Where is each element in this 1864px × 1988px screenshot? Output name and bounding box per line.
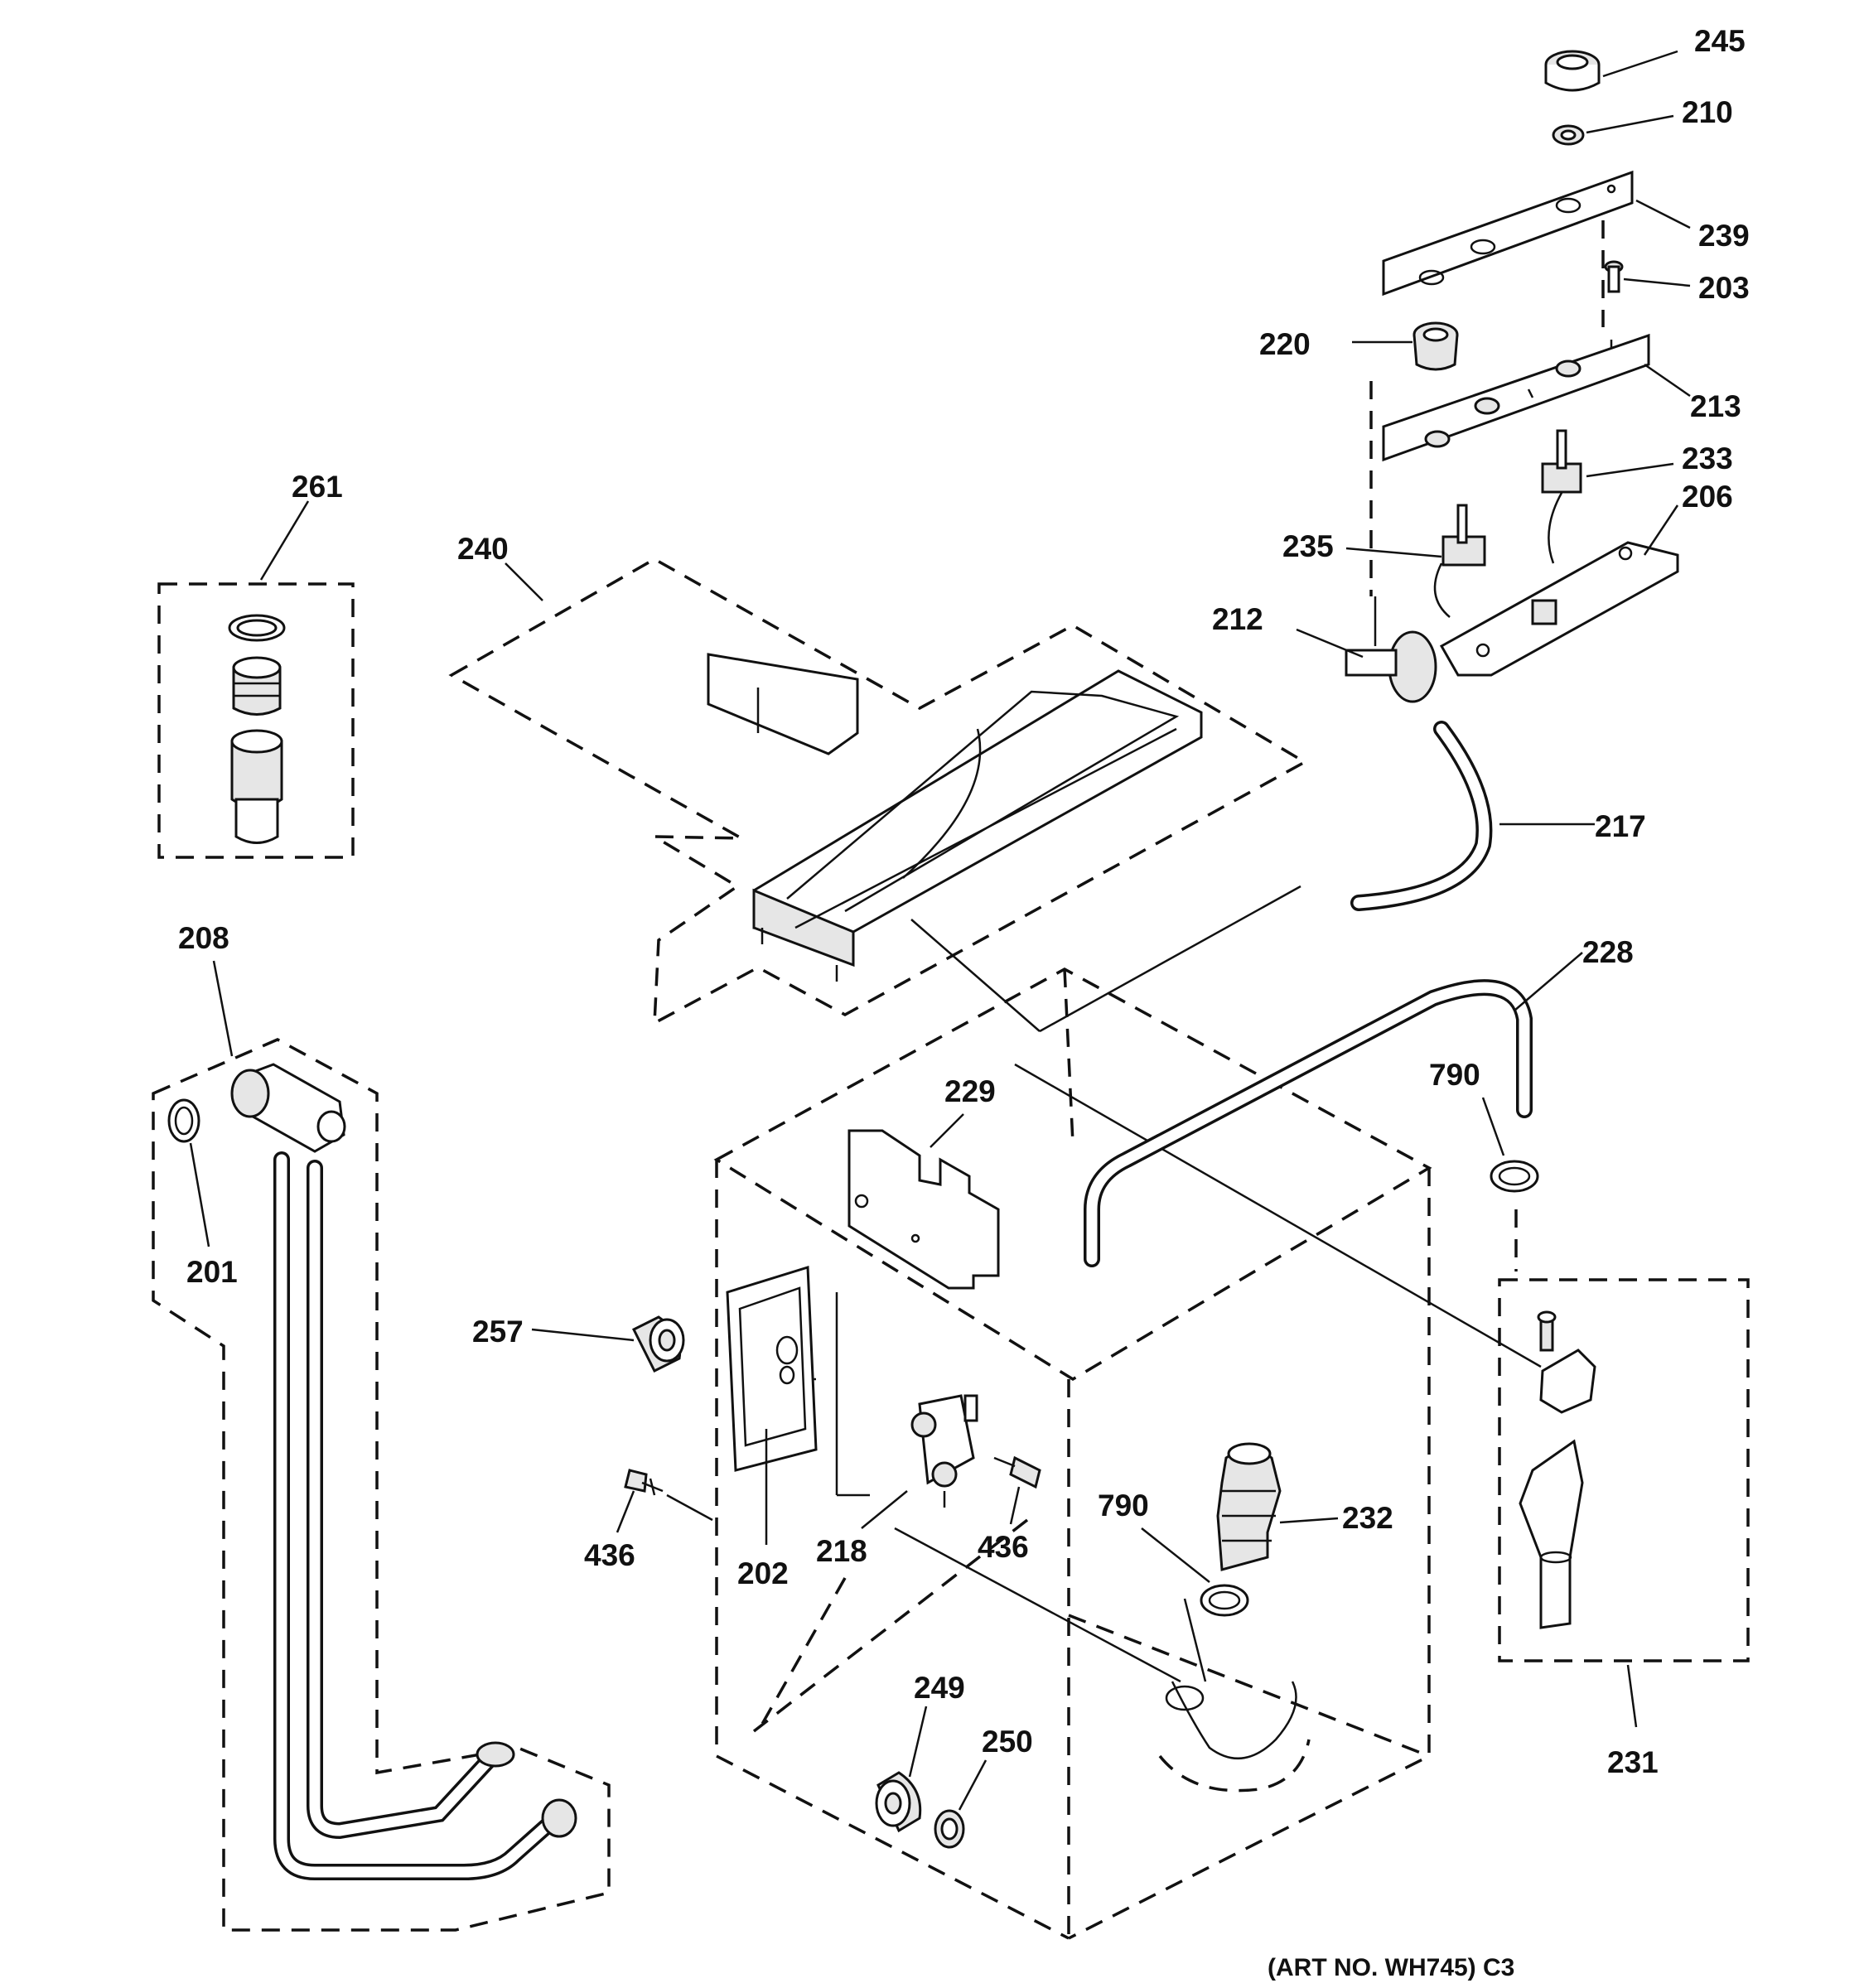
leader-lines: [189, 50, 1691, 1811]
dispenser-231: [1519, 1310, 1596, 1629]
cabinet-top-outline: [713, 967, 1432, 1382]
screw-436-right: [993, 1455, 1041, 1489]
label-239: 239: [1698, 219, 1750, 253]
switch-235: [1433, 504, 1486, 618]
control-knob-245: [1544, 50, 1601, 92]
air-dome-232: [1216, 1442, 1282, 1571]
label-202: 202: [737, 1556, 789, 1590]
label-228: 228: [1582, 935, 1634, 969]
label-257: 257: [472, 1315, 524, 1349]
label-220: 220: [1259, 327, 1311, 361]
label-790-lower: 790: [1098, 1489, 1149, 1522]
harness-board-229: [847, 1129, 1000, 1290]
inlet-hoses-208: [230, 1063, 577, 1880]
dispenser-231-box: [1498, 1278, 1750, 1662]
label-212: 212: [1212, 602, 1263, 636]
label-213: 213: [1690, 389, 1741, 423]
backsplash-240-outline: [448, 557, 1308, 1026]
water-valve-218: [910, 1394, 978, 1508]
cabinet-right-side: [1068, 1168, 1431, 1940]
washer-210: [1552, 124, 1585, 146]
switch-233: [1541, 429, 1582, 564]
dashed-outlines: [152, 191, 1750, 1940]
cabinet-left-side: [715, 1160, 1070, 1940]
label-250: 250: [982, 1725, 1033, 1759]
hose-kit-208-outline: [152, 1038, 611, 1932]
washer-201: [167, 1098, 200, 1143]
bushing-249: [875, 1771, 922, 1833]
mounting-plate-202: [726, 1265, 818, 1472]
clamp-790-lower: [1200, 1584, 1249, 1617]
plug-250: [934, 1809, 965, 1849]
label-240: 240: [457, 532, 509, 566]
cabinet-floor-edge: [756, 1577, 847, 1732]
label-229: 229: [944, 1074, 996, 1108]
knob-220: [1412, 321, 1459, 371]
label-436-left: 436: [584, 1538, 635, 1572]
board-206: [1439, 541, 1679, 677]
label-201: 201: [186, 1255, 238, 1289]
label-218: 218: [816, 1534, 867, 1568]
label-210: 210: [1682, 95, 1733, 129]
connector-lines: [666, 885, 1542, 1683]
screw-436-left: [624, 1469, 664, 1496]
cabinet-top-edge: [1063, 968, 1074, 1144]
label-232: 232: [1342, 1501, 1393, 1535]
label-231: 231: [1607, 1745, 1659, 1779]
screw-203: [1604, 260, 1624, 293]
label-233: 233: [1682, 442, 1733, 475]
bushing-257: [631, 1315, 685, 1373]
hose-228: [1084, 979, 1533, 1267]
art-number: (ART NO. WH745) C3: [1268, 1954, 1514, 1981]
backsplash-240: [707, 653, 1203, 982]
label-436-right: 436: [978, 1530, 1029, 1564]
label-245: 245: [1694, 24, 1746, 58]
label-208: 208: [178, 921, 229, 955]
clamp-790-upper: [1490, 1160, 1539, 1193]
label-235: 235: [1282, 529, 1334, 563]
label-261: 261: [292, 470, 343, 504]
kit-261-fittings: [228, 614, 286, 844]
label-217: 217: [1595, 809, 1646, 843]
cabinet-rear-edge: [1068, 1614, 1430, 1758]
label-249: 249: [914, 1671, 965, 1705]
part-labels: 245 210 239 203 220 213 233 206 235 212 …: [178, 24, 1750, 1779]
label-203: 203: [1698, 271, 1750, 305]
pressure-switch-212: [1345, 596, 1437, 703]
label-790-upper: 790: [1429, 1058, 1480, 1092]
kit-261-box: [157, 582, 355, 859]
panel-overlay-239: [1382, 170, 1634, 297]
label-206: 206: [1682, 480, 1733, 514]
tub-opening: [1158, 1681, 1311, 1793]
control-panel-213: [1382, 333, 1650, 462]
